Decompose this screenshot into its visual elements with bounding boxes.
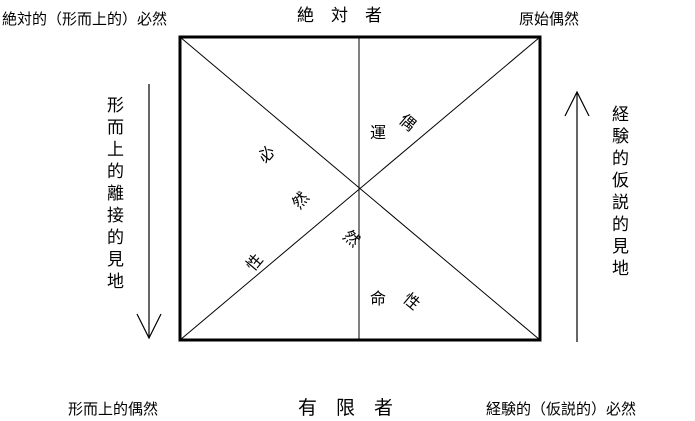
inner-necessity-3: 性	[242, 250, 267, 274]
label-left-vertical: 形而上的離接的見地	[103, 96, 124, 294]
label-top-right: 原始偶然	[519, 10, 579, 28]
inner-fate-2: 命	[370, 289, 386, 308]
left-arrow	[136, 84, 162, 340]
label-bottom-right: 経験的（仮説的）必然	[486, 400, 636, 418]
inner-chance-1: 偶	[395, 110, 419, 135]
diagonal-chance	[179, 36, 541, 341]
inner-fate-1: 運	[370, 123, 386, 142]
label-bottom-left: 形而上的偶然	[68, 400, 158, 418]
label-bottom-center: 有 限 者	[298, 397, 393, 419]
label-top-left: 絶対的（形而上的）必然	[2, 10, 167, 28]
inner-necessity-2: 然	[288, 188, 313, 212]
inner-necessity-1: 必	[254, 142, 279, 166]
inner-chance-2: 然	[339, 226, 363, 251]
label-right-vertical: 経験的仮説的見地	[608, 105, 629, 281]
label-top-center: 絶 対 者	[297, 6, 382, 26]
right-arrow	[564, 90, 590, 342]
inner-chance-3: 性	[399, 289, 423, 314]
frame-square	[178, 35, 542, 342]
